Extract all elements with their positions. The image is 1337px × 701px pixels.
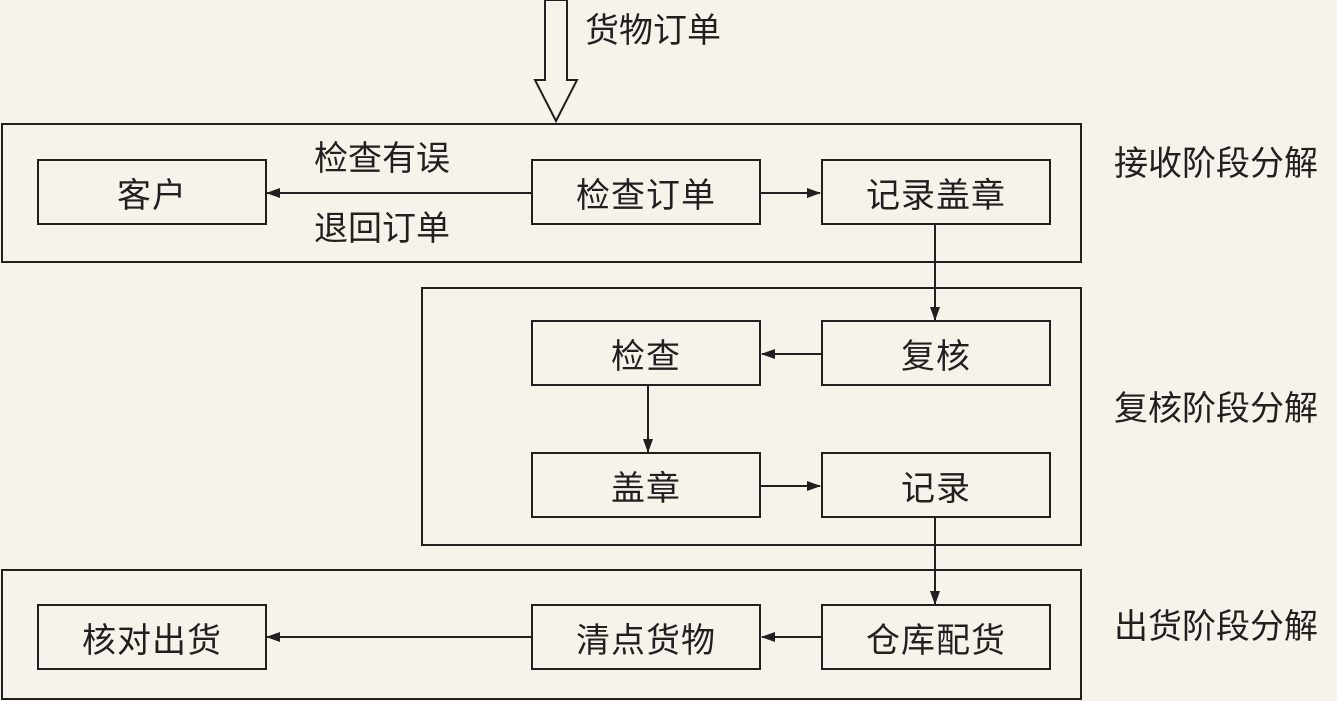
- node-review: 复核: [821, 320, 1051, 386]
- node-verify-ship: 核对出货: [37, 604, 267, 670]
- stage-label-ship: 出货阶段分解: [1114, 607, 1318, 647]
- input-label: 货物订单: [585, 11, 721, 51]
- stage-label-receive: 接收阶段分解: [1114, 144, 1318, 184]
- input-arrow: [533, 0, 579, 124]
- node-record: 记录: [821, 452, 1051, 518]
- node-customer: 客户: [37, 159, 267, 225]
- stage-label-review: 复核阶段分解: [1114, 389, 1318, 429]
- edge-label-error: 检查有误: [314, 139, 450, 179]
- node-check-order: 检查订单: [531, 159, 761, 225]
- node-stamp: 盖章: [531, 452, 761, 518]
- edge-label-return: 退回订单: [314, 209, 450, 249]
- node-check: 检查: [531, 320, 761, 386]
- node-count-goods: 清点货物: [531, 604, 761, 670]
- node-warehouse-alloc: 仓库配货: [821, 604, 1051, 670]
- node-record-stamp: 记录盖章: [821, 159, 1051, 225]
